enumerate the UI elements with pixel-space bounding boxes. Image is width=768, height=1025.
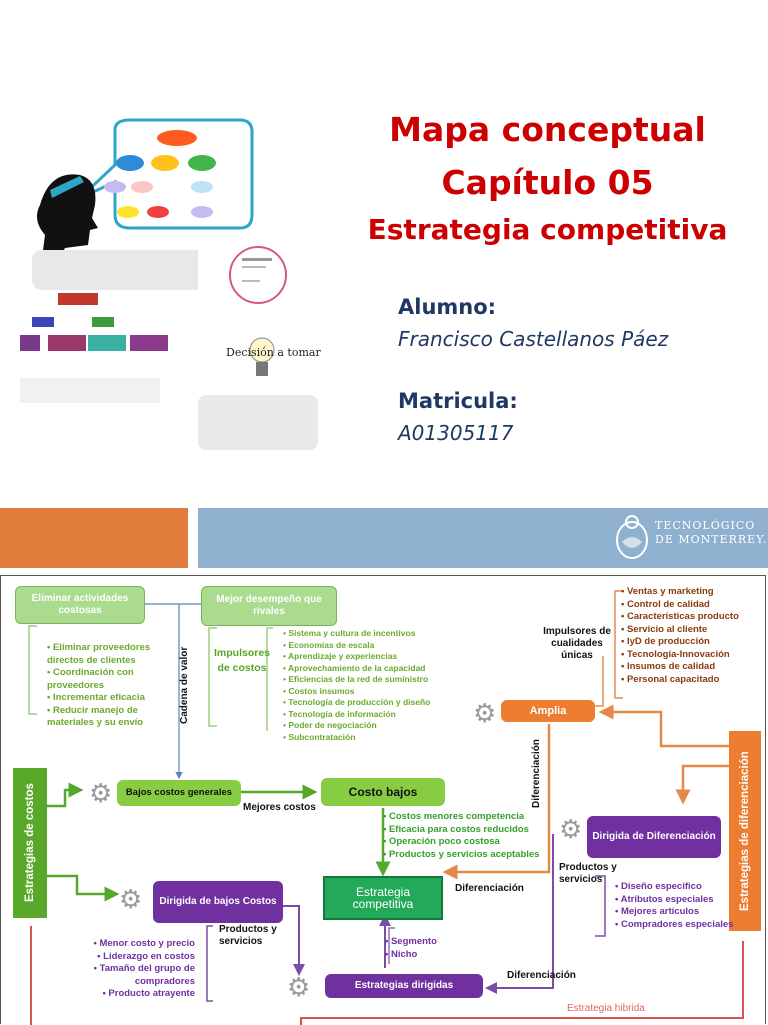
title-line-3: Estrategia competitiva <box>367 213 728 246</box>
tec-logo-text: TECNOLÓGICO DE MONTERREY. <box>655 519 768 546</box>
estrategia-hibrida-label: Estrategia hibrida <box>567 1003 645 1014</box>
eliminar-list: Eliminar proveedores directos de cliente… <box>47 642 177 730</box>
costo-bajos-box: Costo bajos <box>321 778 445 806</box>
productos-servicios-1: Productos y servicios <box>559 862 617 885</box>
tec-seal-icon <box>616 515 648 559</box>
footer-band-orange <box>0 508 188 568</box>
diferenciacion-vertical-label: Diferenciación <box>531 739 542 808</box>
impulsores-costos-label: Impulsores de costos <box>213 647 271 674</box>
gear-icon: ⚙ <box>119 884 143 914</box>
dif-list: Diseño específico Atributos especiales M… <box>615 881 735 931</box>
decision-text: Decisión a tomar <box>226 346 321 359</box>
gear-icon: ⚙ <box>473 698 497 728</box>
concept-map-illustration <box>20 118 318 450</box>
mejor-box: Mejor desempeño que rivales <box>201 586 337 626</box>
student-label: Alumno: <box>398 295 497 319</box>
costos-list: Sistema y cultura de incentivos Economía… <box>283 628 483 743</box>
mejores-costos-label: Mejores costos <box>243 802 316 813</box>
bajos-costos-box: Bajos costos generales <box>117 780 241 806</box>
footer-band-blue <box>198 508 768 568</box>
title-line-1: Mapa conceptual <box>389 110 706 149</box>
concept-map: Eliminar actividades costosas Mejor dese… <box>0 575 766 1025</box>
cadena-label: Cadena de valor <box>179 646 190 724</box>
title-line-2: Capítulo 05 <box>441 163 654 202</box>
productos-servicios-2: Productos y servicios <box>219 924 277 947</box>
estrategias-costos-bar: Estrategias de costos <box>13 768 47 918</box>
diferenciacion-h2: Diferenciación <box>507 970 576 981</box>
bajos-list: Menor costo y precio Liderazgo en costos… <box>61 938 195 1001</box>
diferenciacion-h1: Diferenciación <box>455 883 524 894</box>
amplia-box: Amplia <box>501 700 595 722</box>
gear-icon: ⚙ <box>287 972 311 1002</box>
estrategias-dirigidas-box: Estrategias dirigidas <box>325 974 483 998</box>
estrategia-competitiva-box: Estrategia competitiva <box>323 876 443 920</box>
student-name: Francisco Castellanos Páez <box>398 327 669 351</box>
dirigida-dif-box: Dirigida de Diferenciación <box>587 816 721 858</box>
unicos-list: Ventas y marketing Control de calidad Ca… <box>621 586 761 686</box>
costo-bajos-list: Costos menores competencia Eficacia para… <box>383 811 563 861</box>
id-value: A01305117 <box>398 421 514 445</box>
id-label: Matricula: <box>398 389 518 413</box>
gear-icon: ⚙ <box>559 814 583 844</box>
eliminar-box: Eliminar actividades costosas <box>15 586 145 624</box>
gear-icon: ⚙ <box>89 778 113 808</box>
segmento-list: Segmento Nicho <box>385 936 465 961</box>
impulsores-unicos-label: Impulsores de cualidades únicas <box>543 626 611 661</box>
dirigida-bajos-box: Dirigida de bajos Costos <box>153 881 283 923</box>
